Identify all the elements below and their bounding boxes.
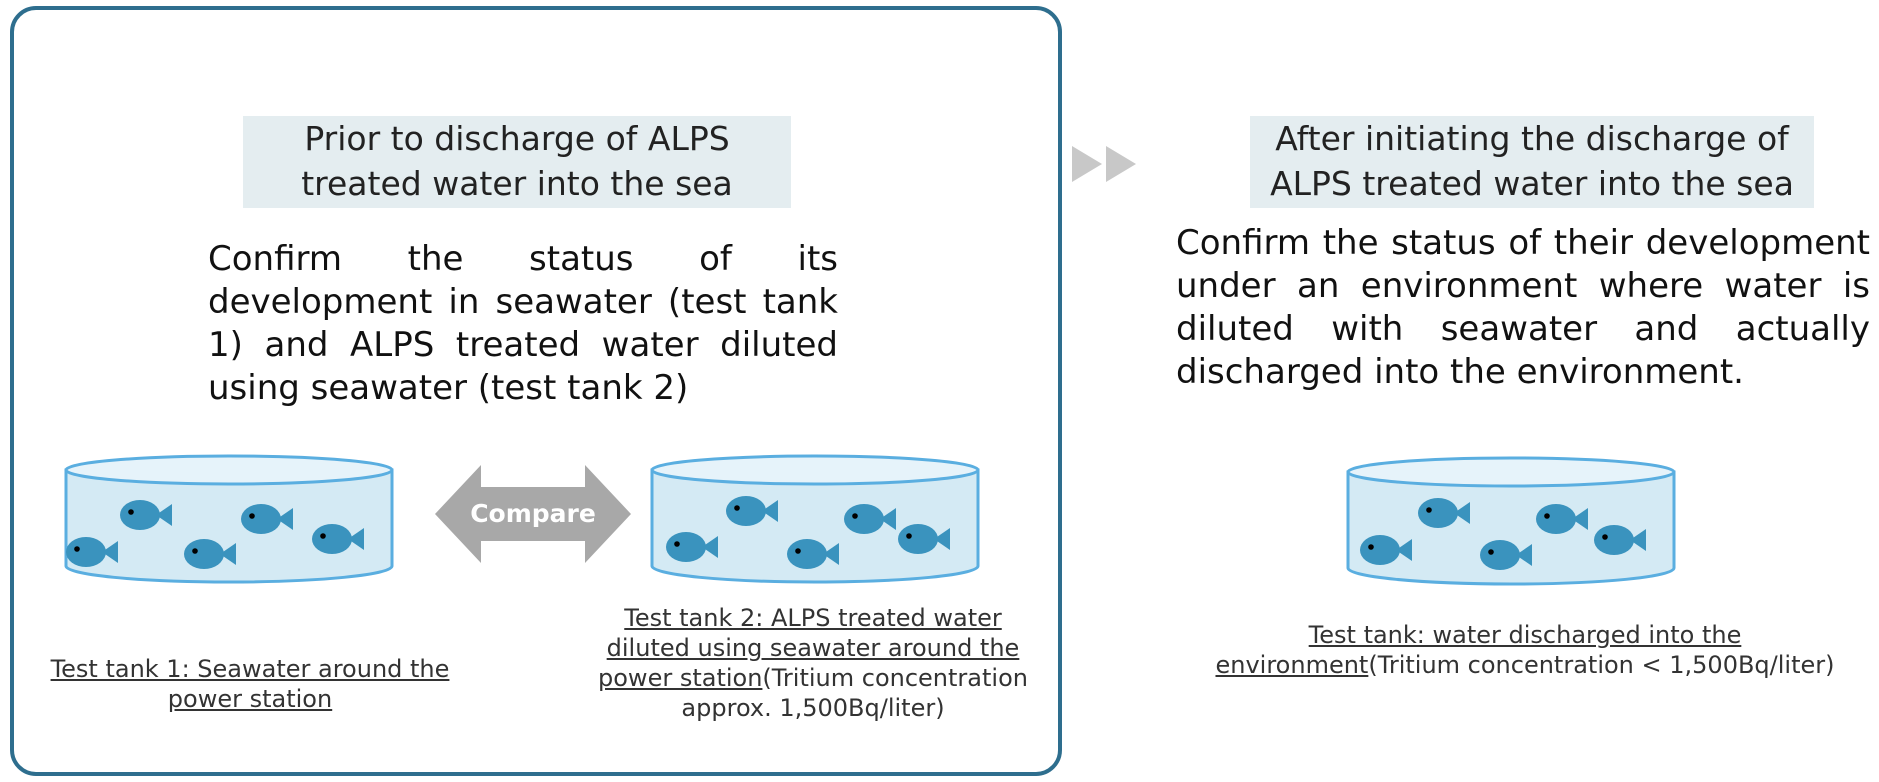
after-discharge-description: Confirm the status of their development …: [1176, 223, 1870, 392]
fish-icon: [898, 524, 950, 554]
test-tank-1-caption: Test tank 1: Seawater around the power s…: [30, 654, 470, 714]
test-tank-2-caption-line4: approx. 1,500Bq/liter): [681, 694, 945, 722]
before-discharge-panel: [10, 6, 1062, 776]
double-headed-arrow-icon: [435, 465, 631, 563]
fish-icon: [787, 539, 839, 569]
test-tank-1-caption-line2: power station: [167, 685, 333, 713]
environment-caption-line2-rest: (Tritium concentration < 1,500Bq/liter): [1368, 651, 1835, 679]
fish-icon: [66, 537, 118, 567]
test-tank-2-caption: Test tank 2: ALPS treated water diluted …: [582, 603, 1044, 723]
test-tank-2-caption-line1: Test tank 2: ALPS treated water: [624, 604, 1002, 632]
test-tank-2-caption-line2: diluted using seawater around the: [606, 634, 1020, 662]
test-tank-2-caption-line3: power station(Tritium concentration: [582, 663, 1044, 693]
environment-caption-line1: Test tank: water discharged into the: [1308, 621, 1742, 649]
test-tank-2-caption-line3-underlined: power station: [598, 664, 763, 692]
after-header-line1: After initiating the discharge of: [1275, 119, 1789, 158]
fish-icon: [312, 524, 364, 554]
fish-icon: [1536, 504, 1588, 534]
test-tank-2: [650, 454, 980, 584]
fish-icon: [844, 504, 896, 534]
test-tank-2-caption-line3-rest: (Tritium concentration: [762, 664, 1028, 692]
fish-icon: [184, 539, 236, 569]
after-discharge-header: After initiating the discharge of ALPS t…: [1250, 116, 1814, 208]
test-tank-1-caption-line1: Test tank 1: Seawater around the: [50, 655, 450, 683]
before-header-line1: Prior to discharge of ALPS: [304, 119, 730, 158]
after-header-line2: ALPS treated water into the sea: [1270, 164, 1794, 203]
environment-caption-line2: environment(Tritium concentration < 1,50…: [1200, 650, 1850, 680]
test-tank-environment: [1346, 456, 1676, 586]
fish-icon: [1360, 535, 1412, 565]
fish-icon: [726, 496, 778, 526]
test-tank-environment-caption: Test tank: water discharged into the env…: [1200, 620, 1850, 680]
before-discharge-header: Prior to discharge of ALPS treated water…: [243, 116, 791, 208]
environment-caption-line2-underlined: environment: [1215, 651, 1369, 679]
fish-icon: [1594, 525, 1646, 555]
fish-icon: [241, 504, 293, 534]
compare-label: Compare: [470, 499, 596, 528]
before-header-line2: treated water into the sea: [301, 164, 733, 203]
fish-icon: [1480, 540, 1532, 570]
before-discharge-description: Confirm the status of its development in…: [208, 239, 838, 408]
test-tank-1: [64, 454, 394, 584]
fish-icon: [1418, 498, 1470, 528]
fish-icon: [666, 532, 718, 562]
fish-icon: [120, 500, 172, 530]
double-chevron-right-icon: [1072, 146, 1136, 182]
